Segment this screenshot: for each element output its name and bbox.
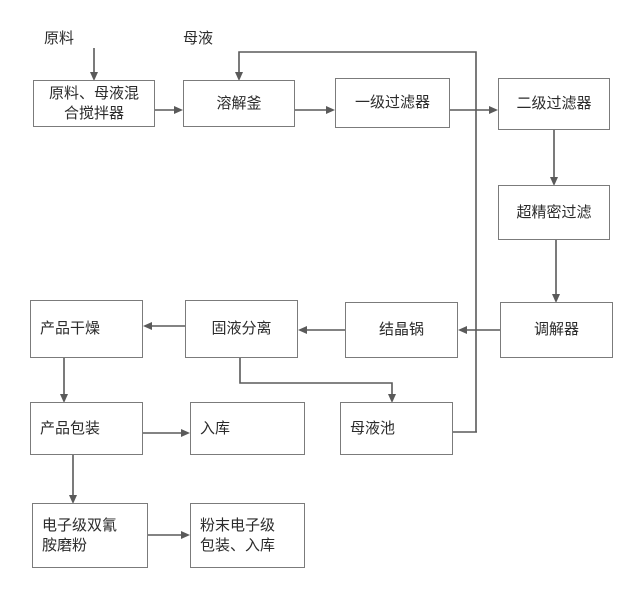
arrowhead-mixer-to-dissolving-kettle	[174, 106, 183, 114]
arrowhead-filter-2-to-ultra-fine-filter	[550, 177, 558, 186]
node-warehouse-in[interactable]: 入库	[190, 402, 305, 455]
arrowhead-mother-liquor-recycle	[235, 72, 243, 81]
node-crystallizer[interactable]: 结晶锅	[345, 302, 458, 358]
arrowhead-product-packing-to-warehouse-in	[181, 429, 190, 437]
node-solid-liquid-separation[interactable]: 固液分离	[185, 300, 298, 358]
arrowhead-conditioner-to-crystallizer	[458, 326, 467, 334]
arrowhead-ultra-fine-filter-to-conditioner	[552, 294, 560, 303]
arrowhead-crystallizer-to-solid-liquid-sep	[298, 326, 307, 334]
arrowhead-solid-liquid-sep-to-product-drying	[143, 322, 152, 330]
node-filter-stage-1[interactable]: 一级过滤器	[335, 78, 450, 128]
node-conditioner[interactable]: 调解器	[500, 302, 613, 358]
node-electronic-grade-dicyandiamide-milling[interactable]: 电子级双氰 胺磨粉	[32, 503, 148, 568]
connector-solid-liquid-sep-to-mother-liquor-tank	[239, 358, 393, 396]
node-mother-liquor-tank[interactable]: 母液池	[340, 402, 453, 455]
label-mother-liquor: 母液	[183, 31, 214, 47]
node-product-packing[interactable]: 产品包装	[30, 402, 143, 455]
arrowhead-dissolving-kettle-to-filter-1	[326, 106, 335, 114]
label-raw-material: 原料	[44, 31, 75, 47]
arrowhead-solid-liquid-sep-to-mother-liquor-tank	[388, 394, 396, 403]
arrowhead-filter-1-to-filter-2	[489, 106, 498, 114]
connector-mother-liquor-recycle	[238, 51, 477, 432]
node-raw-material-mother-liquor-mixer[interactable]: 原料、母液混 合搅拌器	[33, 80, 155, 127]
node-powder-electronic-grade-packing-storage[interactable]: 粉末电子级 包装、入库	[190, 503, 305, 568]
node-dissolving-kettle[interactable]: 溶解釜	[183, 80, 295, 127]
arrowhead-milling-to-powder-packing	[181, 531, 190, 539]
node-ultra-fine-filter[interactable]: 超精密过滤	[498, 185, 610, 240]
arrowhead-product-drying-to-product-packing	[60, 394, 68, 403]
node-filter-stage-2[interactable]: 二级过滤器	[498, 78, 610, 130]
arrowhead-raw-material-to-mixer	[90, 72, 98, 81]
arrowhead-product-packing-to-milling	[69, 495, 77, 504]
node-product-drying[interactable]: 产品干燥	[30, 300, 143, 358]
